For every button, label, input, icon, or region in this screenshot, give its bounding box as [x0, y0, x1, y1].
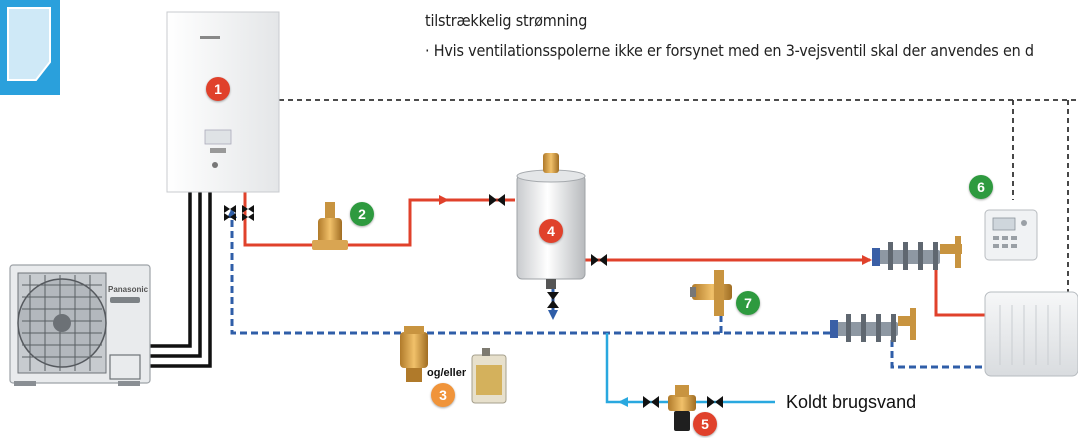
badge-7: 7 — [736, 291, 760, 315]
or-label: og/eller — [427, 367, 467, 379]
dirt-separator-2 — [312, 202, 348, 250]
room-controller-6 — [984, 209, 1038, 261]
additive-canister — [471, 348, 507, 404]
indoor-unit — [166, 11, 280, 193]
three-way-valve-7 — [690, 270, 732, 316]
manifold-return — [830, 308, 916, 342]
safety-valve-5 — [668, 385, 696, 431]
outdoor-unit-brand: Panasonic — [108, 285, 149, 294]
valve-icon — [547, 292, 559, 308]
valve-icon — [591, 254, 607, 266]
badge-6: 6 — [969, 175, 993, 199]
control-wiring — [270, 99, 1078, 300]
badge-2: 2 — [350, 202, 374, 226]
valves — [224, 194, 723, 408]
badge-1: 1 — [206, 77, 230, 101]
badge-3: 3 — [431, 383, 455, 407]
return-piping — [227, 208, 985, 369]
fan-coil-unit — [984, 291, 1078, 377]
badge-4: 4 — [539, 219, 563, 243]
cold-water-label: Koldt brugsvand — [786, 392, 917, 412]
outdoor-unit: Panasonic — [9, 264, 151, 386]
valve-icon — [707, 396, 723, 408]
power-cables — [148, 190, 212, 368]
supply-piping — [243, 185, 985, 317]
valve-icon — [242, 205, 254, 221]
valve-icon — [224, 205, 236, 221]
note-line-2: · Hvis ventilationsspolerne ikke er fors… — [425, 41, 1034, 60]
valve-icon — [489, 194, 505, 206]
dirt-separator-3 — [400, 326, 428, 382]
note-line-1: tilstrækkelig strømning — [425, 11, 588, 30]
corner-shield-icon — [0, 0, 60, 95]
manifold-supply — [872, 236, 962, 270]
badge-5: 5 — [693, 412, 717, 436]
valve-icon — [643, 396, 659, 408]
cold-water-piping — [605, 333, 775, 407]
